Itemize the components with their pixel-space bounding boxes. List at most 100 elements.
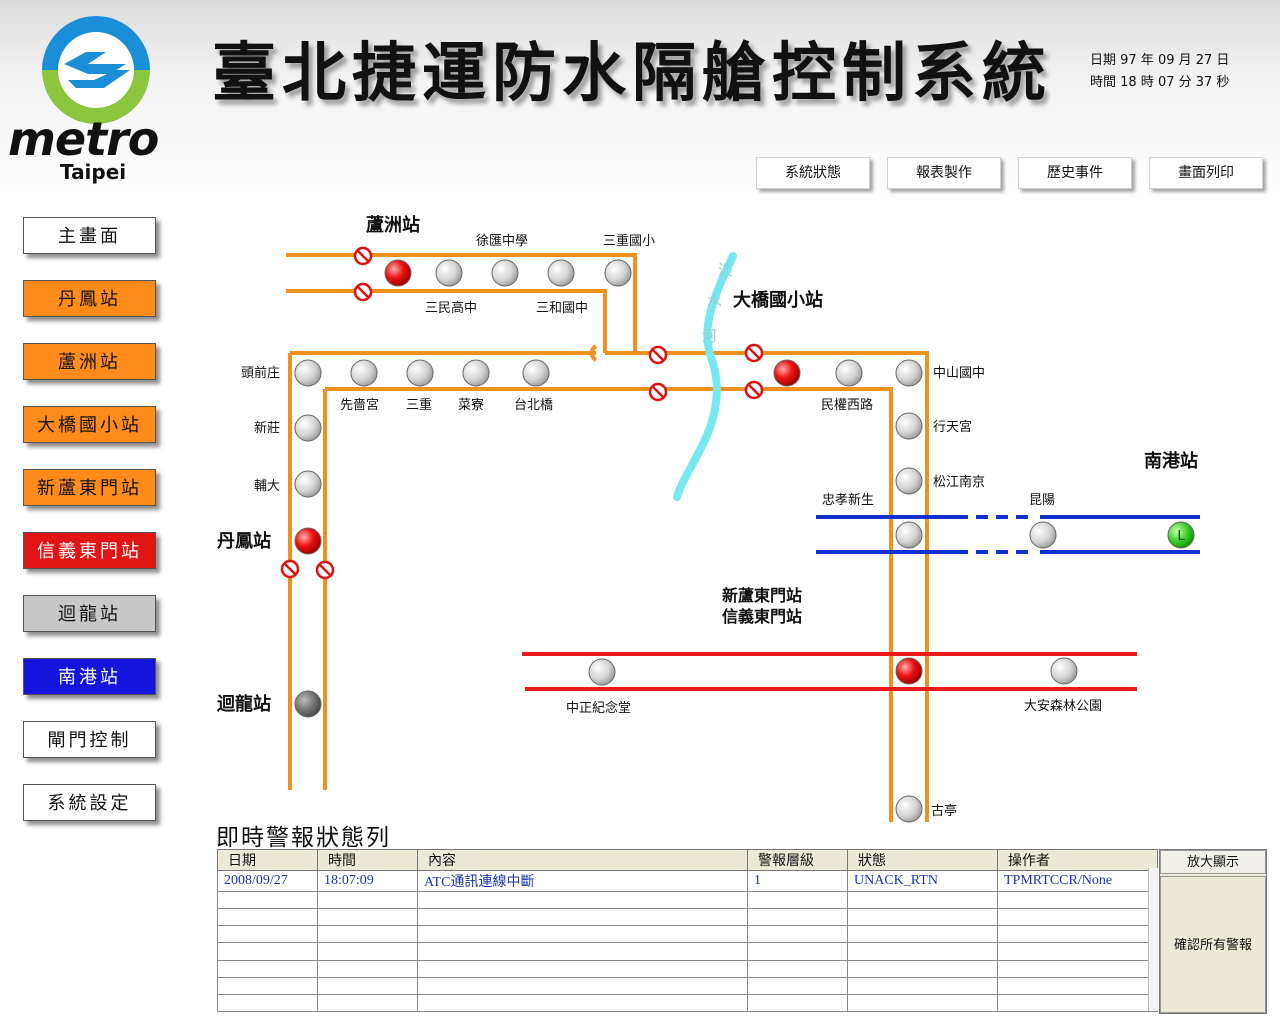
cell-content: ATC通訊連線中斷 — [417, 869, 748, 893]
station-dot-xingtian[interactable] — [895, 412, 923, 440]
system-status-button[interactable]: 系統狀態 — [756, 157, 870, 189]
table-row[interactable] — [217, 976, 1158, 995]
gate-icon — [744, 343, 764, 363]
station-name-fuda: 輔大 — [254, 479, 280, 494]
zoom-display-button[interactable]: 放大顯示 — [1160, 850, 1266, 874]
alarm-action-panel: 放大顯示 確認所有警報 — [1159, 849, 1267, 1014]
station-dot-kunyang[interactable] — [1029, 521, 1057, 549]
col-header-content[interactable]: 內容 — [417, 849, 748, 871]
col-header-date[interactable]: 日期 — [217, 849, 318, 871]
station-name-kunyang: 昆陽 — [1029, 493, 1055, 508]
orange-line — [286, 253, 929, 822]
label-danfeng: 丹鳳站 — [217, 530, 271, 552]
station-name-xiansigong: 先嗇宮 — [340, 397, 379, 413]
acknowledge-all-button[interactable]: 確認所有警報 — [1160, 876, 1266, 1013]
station-dot-guting[interactable] — [895, 795, 923, 823]
side-btn-gate-control[interactable]: 閘門控制 — [23, 721, 156, 758]
station-dot-xiansigong[interactable] — [350, 359, 378, 387]
river-label-1: 淡 — [718, 261, 733, 279]
station-dot-danfeng[interactable] — [294, 527, 322, 555]
station-name-zhongxiao-xinsheng: 忠孝新生 — [822, 492, 874, 508]
cell-date: 2008/09/27 — [217, 869, 318, 893]
station-dot-sanhe[interactable] — [547, 259, 575, 287]
station-dot-zhongxiao-xinsheng[interactable] — [895, 521, 923, 549]
station-dot-daan-park[interactable] — [1050, 657, 1078, 685]
side-btn-luzhou[interactable]: 蘆洲站 — [23, 343, 156, 380]
station-dot-huilong[interactable] — [294, 690, 322, 718]
app-title: 臺北捷運防水隔艙控制系統 — [212, 36, 1052, 111]
station-dot-fuda[interactable] — [294, 470, 322, 498]
side-btn-system-settings[interactable]: 系統設定 — [23, 784, 156, 821]
side-btn-danfeng[interactable]: 丹鳳站 — [23, 280, 156, 317]
station-dot-cks-memorial[interactable] — [588, 658, 616, 686]
col-header-operator[interactable]: 操作者 — [997, 849, 1158, 871]
table-row[interactable] — [217, 925, 1158, 944]
table-row[interactable] — [217, 942, 1158, 961]
table-row[interactable]: 2008/09/27 18:07:09 ATC通訊連線中斷 1 UNACK_RT… — [217, 869, 1158, 893]
station-name-taipei-bridge: 台北橋 — [514, 398, 553, 413]
side-btn-nangang[interactable]: 南港站 — [23, 658, 156, 695]
gate-icon — [353, 246, 373, 266]
table-row[interactable] — [217, 993, 1158, 1013]
station-dot-zhongshan-jh[interactable] — [895, 359, 923, 387]
logo-subtext: Taipei — [60, 160, 127, 184]
side-btn-xinyi-dongmen[interactable]: 信義東門站 — [23, 532, 156, 569]
station-dot-touqianzhuang[interactable] — [294, 359, 322, 387]
table-row[interactable] — [217, 908, 1158, 927]
cell-level: 1 — [747, 869, 848, 893]
station-name-cks-memorial: 中正紀念堂 — [566, 700, 631, 716]
col-header-time[interactable]: 時間 — [317, 849, 418, 871]
station-name-cailiao: 菜寮 — [458, 397, 484, 413]
station-dot-nangang[interactable] — [1167, 521, 1195, 549]
station-name-sanchong: 三重 — [406, 397, 432, 413]
label-xinlu-dongmen: 新蘆東門站 — [722, 586, 802, 605]
station-name-xuhui: 徐匯中學 — [476, 234, 528, 249]
gate-icon — [353, 282, 373, 302]
gate-icon — [315, 560, 335, 580]
station-name-touqianzhuang: 頭前庄 — [241, 365, 280, 381]
station-dot-cailiao[interactable] — [462, 359, 490, 387]
label-daqiao: 大橋國小站 — [733, 289, 823, 311]
station-dot-sanchong-es[interactable] — [604, 259, 632, 287]
alarm-table: 日期 時間 內容 警報層級 狀態 操作者 2008/09/27 18:07:09… — [217, 849, 1158, 1013]
label-luzhou: 蘆洲站 — [366, 214, 420, 236]
station-dot-sanchong[interactable] — [406, 359, 434, 387]
col-header-level[interactable]: 警報層級 — [747, 849, 848, 871]
side-btn-xinlu-dongmen[interactable]: 新蘆東門站 — [23, 469, 156, 506]
print-screen-button[interactable]: 畫面列印 — [1149, 157, 1263, 189]
gate-icon — [744, 380, 764, 400]
station-name-sanchong-es: 三重國小 — [603, 233, 655, 249]
river-label-2: 水 — [707, 292, 722, 310]
station-dot-sanmin[interactable] — [435, 259, 463, 287]
station-dot-daqiao[interactable] — [773, 359, 801, 387]
station-dot-xinyi-dongmen[interactable] — [895, 657, 923, 685]
alarm-table-header: 日期 時間 內容 警報層級 狀態 操作者 — [217, 849, 1158, 871]
station-dot-xuhui[interactable] — [491, 259, 519, 287]
station-indicators — [294, 259, 1195, 823]
station-dot-xinzhuang[interactable] — [294, 414, 322, 442]
side-btn-huilong[interactable]: 迴龍站 — [23, 595, 156, 632]
red-line — [522, 652, 1137, 691]
side-btn-daqiao[interactable]: 大橋國小站 — [23, 406, 156, 443]
station-name-xingtian: 行天宮 — [933, 419, 972, 435]
time-display: 時間 18 時 07 分 37 秒 — [1090, 75, 1230, 90]
table-row[interactable] — [217, 959, 1158, 978]
station-dot-taipei-bridge[interactable] — [522, 359, 550, 387]
col-header-status[interactable]: 狀態 — [847, 849, 998, 871]
table-row[interactable] — [217, 891, 1158, 910]
alarm-section-title: 即時警報狀態列 — [216, 825, 391, 851]
label-xinyi-dongmen: 信義東門站 — [722, 607, 802, 626]
blue-line — [816, 515, 1200, 554]
station-dot-songjiang[interactable] — [895, 467, 923, 495]
station-dot-luzhou[interactable] — [384, 259, 412, 287]
station-name-xinzhuang: 新莊 — [254, 420, 280, 436]
station-dot-minquan-w[interactable] — [835, 359, 863, 387]
history-events-button[interactable]: 歷史事件 — [1018, 157, 1132, 189]
cell-time: 18:07:09 — [317, 869, 418, 893]
alarm-table-scrollbar[interactable] — [1148, 868, 1158, 1011]
gate-symbols — [280, 246, 764, 580]
side-btn-main[interactable]: 主畫面 — [23, 217, 156, 254]
metro-logo — [42, 16, 150, 124]
report-button[interactable]: 報表製作 — [887, 157, 1001, 189]
